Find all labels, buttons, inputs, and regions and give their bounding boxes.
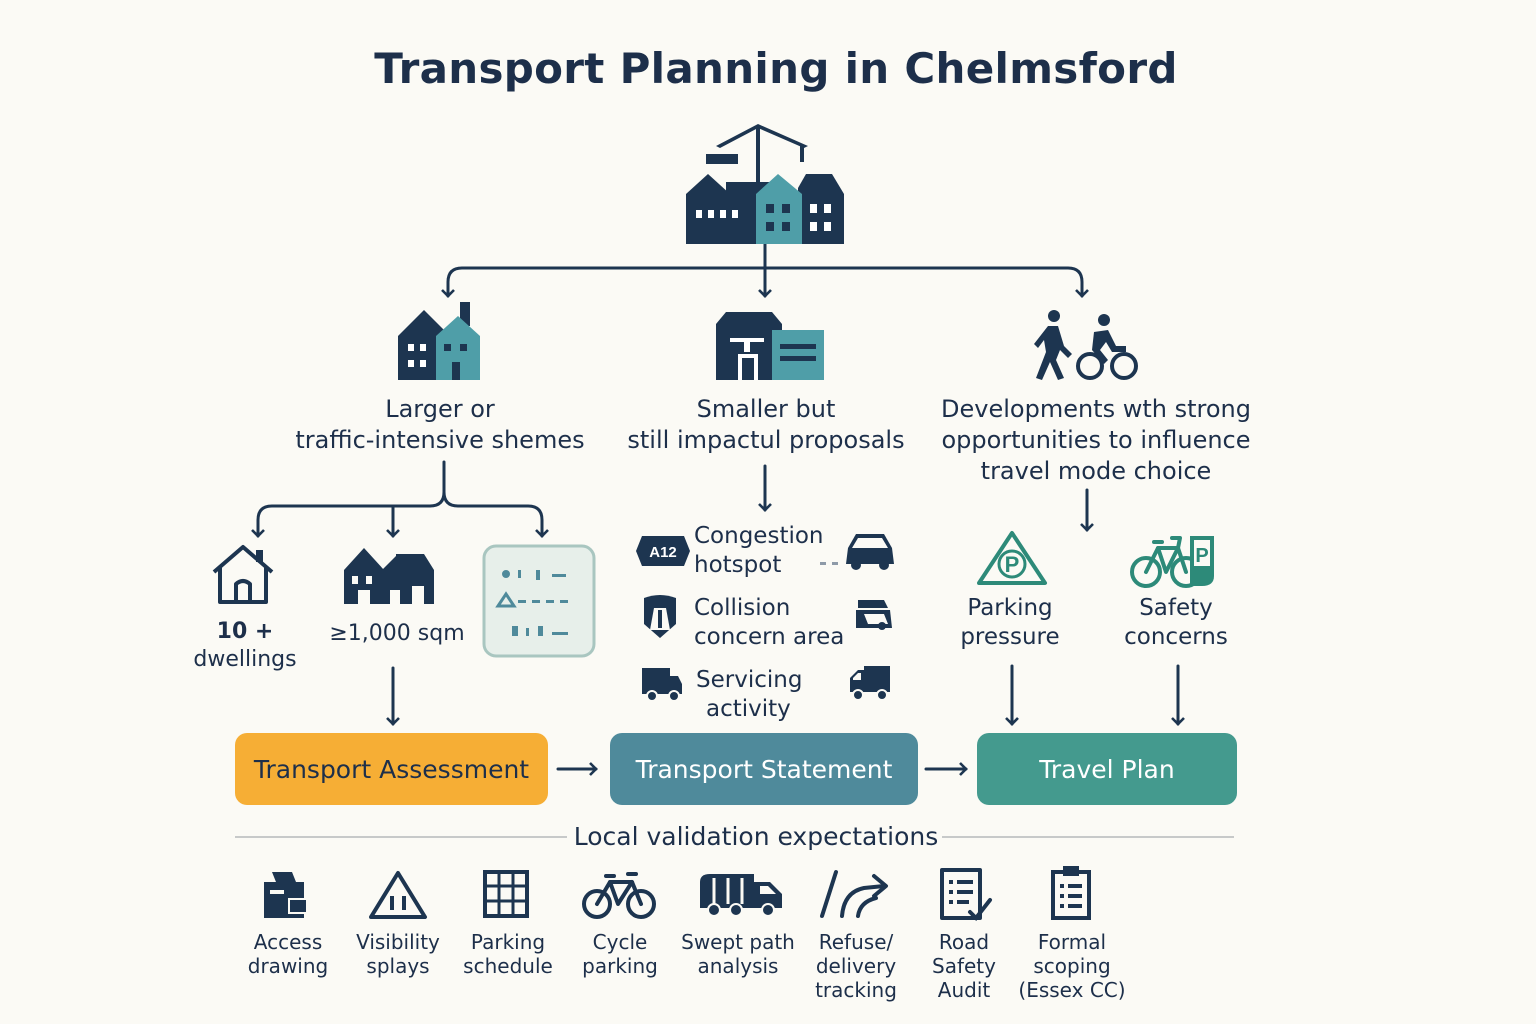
van-icon	[642, 668, 682, 702]
travel-plan-box[interactable]: Travel Plan	[977, 733, 1237, 805]
bicycle-icon	[582, 872, 656, 919]
road-icon	[644, 595, 676, 638]
subtree-stem	[428, 460, 446, 508]
transport-assessment-label: Transport Assessment	[253, 754, 530, 784]
commercial-building-icon	[716, 312, 824, 380]
threshold-floorspace: ≥1,000 sqm	[329, 621, 465, 646]
crash-icon	[856, 600, 892, 630]
house-icon	[212, 545, 274, 604]
houses-icon	[398, 302, 480, 380]
site-plan-icon	[482, 544, 596, 658]
divider-right	[942, 836, 1234, 838]
development-site-icon	[686, 124, 844, 244]
tree-left	[441, 266, 767, 298]
page-title: Transport Planning in Chelmsford	[374, 44, 1178, 93]
transport-statement-label: Transport Statement	[635, 754, 893, 784]
lorry-icon	[700, 874, 782, 917]
travel-plan-label: Travel Plan	[1039, 754, 1175, 784]
truck-icon	[850, 666, 890, 701]
car-icon	[820, 534, 894, 570]
swept-path-icon	[820, 870, 888, 918]
subtree-bar	[442, 490, 549, 538]
pedestrian-cyclist-icon	[1034, 310, 1138, 380]
a12-road-badge: A12	[636, 536, 690, 566]
checklist-icon	[940, 868, 992, 922]
svg-text:P: P	[1005, 552, 1020, 577]
parking-sign-icon: P	[977, 531, 1047, 585]
transport-statement-box[interactable]: Transport Statement	[610, 733, 918, 805]
subtree-left	[251, 504, 432, 538]
transport-assessment-box[interactable]: Transport Assessment	[235, 733, 548, 805]
divider-left	[235, 836, 567, 838]
validation-title: Local validation expectations	[573, 822, 939, 851]
svg-text:A12: A12	[649, 544, 677, 561]
threshold-dwellings: 10 +dwellings	[193, 619, 297, 672]
warning-triangle-icon	[369, 871, 427, 919]
tree-right	[763, 266, 1089, 298]
access-drawing-icon	[264, 872, 308, 918]
buildings-icon	[344, 548, 434, 604]
svg-text:P: P	[1195, 545, 1208, 567]
clipboard-icon	[1051, 866, 1091, 920]
bike-parking-icon: P	[1130, 536, 1214, 588]
grid-icon	[483, 870, 529, 918]
